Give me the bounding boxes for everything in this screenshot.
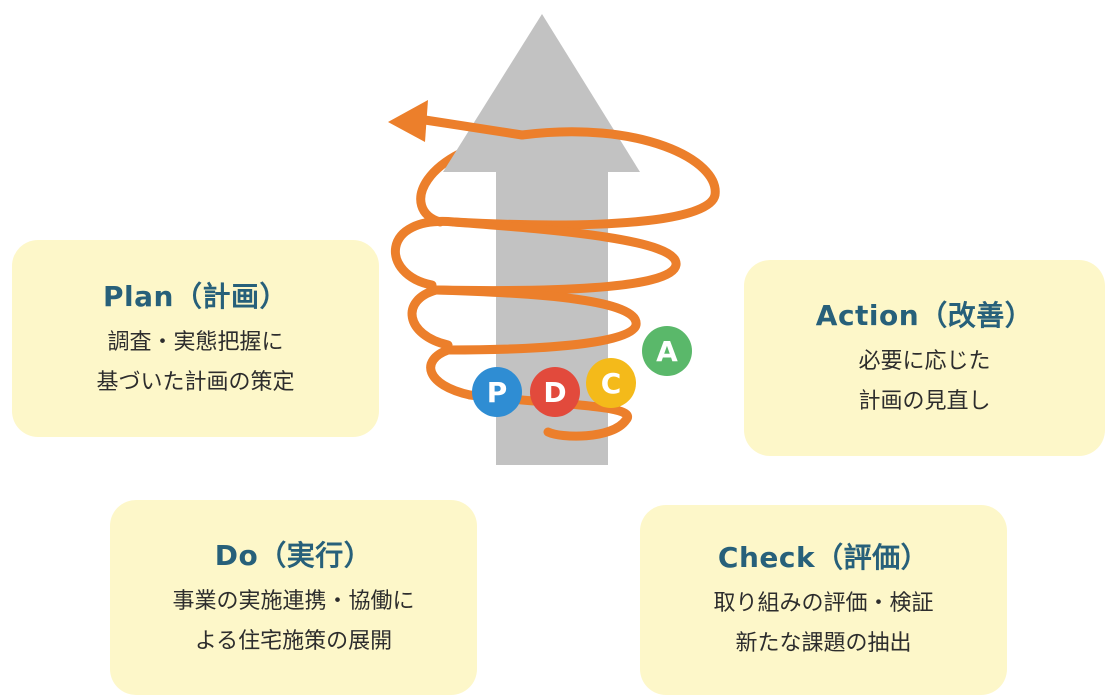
do-box: Do（実行） 事業の実施連携・協働に よる住宅施策の展開 — [110, 500, 477, 695]
spiral-front-loop-2 — [431, 217, 681, 296]
up-arrow-shaft — [496, 170, 608, 465]
badge-d: D — [530, 367, 580, 417]
action-box: Action（改善） 必要に応じた 計画の見直し — [744, 260, 1105, 456]
badge-a: A — [642, 326, 692, 376]
badge-p-letter: P — [487, 376, 508, 409]
plan-line-1: 調査・実態把握に — [107, 329, 284, 355]
badge-a-circle — [642, 326, 692, 376]
badge-c-circle — [586, 358, 636, 408]
up-arrow-head — [443, 14, 640, 172]
badge-a-letter: A — [656, 335, 678, 368]
do-line-2: よる住宅施策の展開 — [194, 628, 393, 654]
plan-box: Plan（計画） 調査・実態把握に 基づいた計画の策定 — [12, 240, 379, 437]
spiral-back-loop-4 — [426, 345, 475, 400]
badge-c: C — [586, 358, 636, 408]
spiral-front-loop-1 — [449, 127, 720, 230]
plan-line-2: 基づいた計画の策定 — [96, 369, 295, 395]
badge-c-letter: C — [601, 367, 622, 400]
spiral-top-arrow-line — [420, 115, 527, 140]
badge-d-letter: D — [543, 376, 566, 409]
action-title: Action（改善） — [815, 299, 1034, 332]
do-title: Do（実行） — [214, 538, 373, 572]
check-line-2: 新たな課題の抽出 — [735, 631, 912, 656]
badge-p: P — [472, 367, 522, 417]
check-line-1: 取り組みの評価・検証 — [713, 591, 934, 616]
badge-p-circle — [472, 367, 522, 417]
spiral-back-loop-2 — [391, 216, 459, 290]
action-line-2: 計画の見直し — [858, 389, 991, 414]
action-line-1: 必要に応じた — [858, 349, 991, 374]
spiral-front-loop-3 — [431, 285, 641, 355]
check-box: Check（評価） 取り組みの評価・検証 新たな課題の抽出 — [640, 505, 1007, 695]
check-title: Check（評価） — [717, 541, 930, 574]
badge-d-circle — [530, 367, 580, 417]
spiral-arrowhead — [388, 100, 428, 142]
spiral-front — [420, 115, 720, 441]
plan-title: Plan（計画） — [103, 279, 288, 313]
spiral-back-loop-3 — [407, 285, 453, 350]
do-line-1: 事業の実施連携・協働に — [172, 588, 415, 614]
